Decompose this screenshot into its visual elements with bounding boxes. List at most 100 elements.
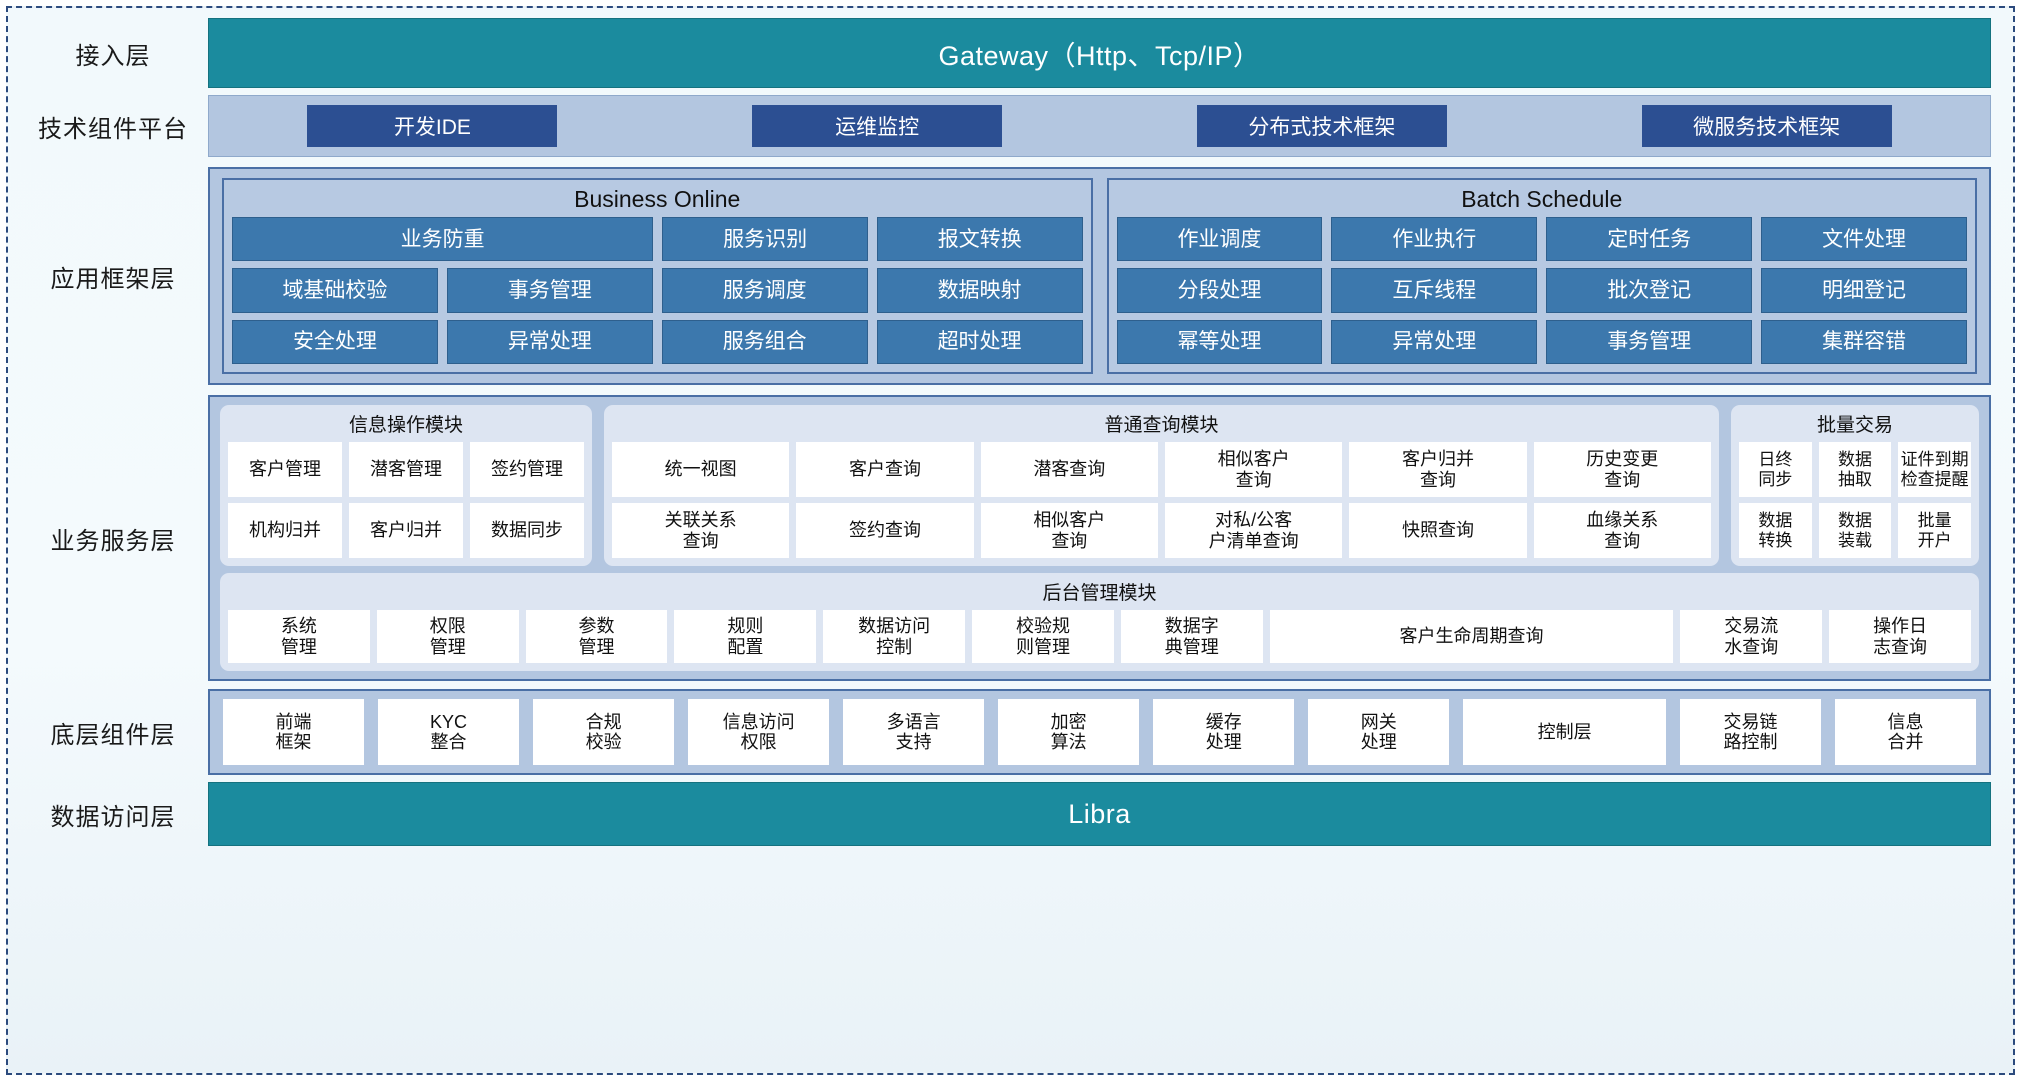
- biz-module-title-info: 信息操作模块: [348, 415, 463, 436]
- app-cell[interactable]: 互斥线程: [1331, 268, 1538, 313]
- admin-cell[interactable]: 操作日志查询: [1829, 610, 1971, 663]
- admin-cell[interactable]: 交易流水查询: [1680, 610, 1823, 663]
- biz-cell[interactable]: 对私/公客户清单查询: [1164, 503, 1343, 558]
- app-cell[interactable]: 服务识别: [662, 217, 868, 262]
- biz-cell[interactable]: 证件到期检查提醒: [1898, 442, 1972, 497]
- biz-cell[interactable]: 机构归并: [228, 503, 342, 558]
- app-cell[interactable]: 异常处理: [446, 319, 653, 364]
- app-cell[interactable]: 幂等处理: [1116, 319, 1323, 364]
- biz-cell[interactable]: 客户管理: [228, 442, 342, 497]
- app-cell[interactable]: 异常处理: [1331, 319, 1538, 364]
- biz-module-row: 数据转换数据装载批量开户: [1739, 503, 1972, 558]
- biz-cell[interactable]: 签约查询: [796, 503, 974, 558]
- biz-cell[interactable]: 客户查询: [796, 442, 974, 497]
- libra-bar: Libra: [208, 782, 1991, 846]
- biz-module-row-admin: 系统管理权限管理参数管理规则配置数据访问控制校验规则管理数据字典管理客户生命周期…: [228, 610, 1971, 663]
- base-cell[interactable]: 信息访问权限: [688, 699, 830, 765]
- tech-chip-3[interactable]: 微服务技术框架: [1641, 105, 1892, 147]
- biz-cell[interactable]: 数据转换: [1739, 503, 1812, 558]
- gateway-bar: Gateway（Http、Tcp/IP）: [208, 18, 1991, 88]
- biz-module-title-batch: 批量交易: [1816, 415, 1893, 436]
- biz-cell[interactable]: 批量开户: [1898, 503, 1972, 558]
- business-service-panel: 信息操作模块客户管理潜客管理签约管理机构归并客户归并数据同步普通查询模块统一视图…: [208, 395, 1991, 681]
- app-cell[interactable]: 安全处理: [232, 319, 438, 364]
- biz-cell[interactable]: 潜客管理: [349, 442, 463, 497]
- app-cell[interactable]: 业务防重: [232, 217, 654, 262]
- app-cell[interactable]: 集群容错: [1761, 319, 1967, 364]
- biz-module-row: 统一视图客户查询潜客查询相似客户查询客户归并查询历史变更查询: [612, 442, 1711, 497]
- tech-chip-0[interactable]: 开发IDE: [307, 105, 558, 147]
- app-row: 分段处理互斥线程批次登记明细登记: [1116, 268, 1967, 313]
- biz-cell[interactable]: 历史变更查询: [1533, 442, 1711, 497]
- layer-business-service: 业务服务层 信息操作模块客户管理潜客管理签约管理机构归并客户归并数据同步普通查询…: [18, 395, 1991, 681]
- biz-cell[interactable]: 客户归并: [349, 503, 463, 558]
- admin-cell[interactable]: 权限管理: [376, 610, 519, 663]
- base-cell[interactable]: 多语言支持: [843, 699, 985, 765]
- base-cell[interactable]: 信息合并: [1834, 699, 1976, 765]
- layer-body-tech: 开发IDE 运维监控 分布式技术框架 微服务技术框架: [208, 95, 1991, 157]
- biz-cell[interactable]: 血缘关系查询: [1533, 503, 1711, 558]
- app-row: 安全处理异常处理服务组合超时处理: [232, 319, 1083, 364]
- app-group-grid-1: 作业调度作业执行定时任务文件处理分段处理互斥线程批次登记明细登记幂等处理异常处理…: [1116, 217, 1967, 364]
- biz-cell[interactable]: 数据同步: [470, 503, 584, 558]
- biz-module-grid-admin: 系统管理权限管理参数管理规则配置数据访问控制校验规则管理数据字典管理客户生命周期…: [228, 610, 1971, 663]
- admin-cell[interactable]: 客户生命周期查询: [1269, 610, 1674, 663]
- app-row: 作业调度作业执行定时任务文件处理: [1116, 217, 1967, 262]
- biz-module-row: 日终同步数据抽取证件到期检查提醒: [1739, 442, 1972, 497]
- app-cell[interactable]: 定时任务: [1546, 217, 1753, 262]
- base-cell[interactable]: 网关处理: [1308, 699, 1450, 765]
- layer-label-tech: 技术组件平台: [38, 115, 188, 143]
- app-cell[interactable]: 服务组合: [661, 319, 868, 364]
- tech-chip-2[interactable]: 分布式技术框架: [1196, 105, 1447, 147]
- base-cell[interactable]: 缓存处理: [1153, 699, 1295, 765]
- biz-cell[interactable]: 快照查询: [1349, 503, 1527, 558]
- biz-cell[interactable]: 相似客户查询: [1164, 442, 1343, 497]
- biz-cell[interactable]: 日终同步: [1739, 442, 1812, 497]
- app-cell[interactable]: 批次登记: [1546, 268, 1753, 313]
- app-cell[interactable]: 域基础校验: [232, 268, 438, 313]
- tech-chip-container: 开发IDE 运维监控 分布式技术框架 微服务技术框架: [208, 95, 1991, 157]
- admin-cell[interactable]: 系统管理: [228, 610, 370, 663]
- tech-chip-1[interactable]: 运维监控: [752, 105, 1003, 147]
- app-cell[interactable]: 事务管理: [1546, 319, 1753, 364]
- admin-cell[interactable]: 参数管理: [525, 610, 668, 663]
- app-row: 业务防重服务识别报文转换: [232, 217, 1083, 262]
- base-cell[interactable]: 交易链路控制: [1679, 699, 1821, 765]
- app-cell[interactable]: 明细登记: [1761, 268, 1967, 313]
- app-cell[interactable]: 报文转换: [876, 217, 1083, 262]
- admin-cell[interactable]: 校验规则管理: [972, 610, 1114, 663]
- biz-cell[interactable]: 相似客户查询: [980, 503, 1158, 558]
- app-cell[interactable]: 服务调度: [661, 268, 868, 313]
- biz-cell[interactable]: 潜客查询: [980, 442, 1158, 497]
- base-cell[interactable]: 控制层: [1463, 699, 1666, 765]
- admin-cell[interactable]: 数据字典管理: [1120, 610, 1263, 663]
- app-cell[interactable]: 事务管理: [446, 268, 653, 313]
- biz-module-grid-query: 统一视图客户查询潜客查询相似客户查询客户归并查询历史变更查询关联关系查询签约查询…: [612, 442, 1711, 558]
- admin-cell[interactable]: 规则配置: [674, 610, 817, 663]
- biz-module-info: 信息操作模块客户管理潜客管理签约管理机构归并客户归并数据同步: [220, 405, 592, 566]
- admin-cell[interactable]: 数据访问控制: [823, 610, 966, 663]
- biz-cell[interactable]: 签约管理: [470, 442, 584, 497]
- app-cell[interactable]: 超时处理: [876, 319, 1083, 364]
- app-cell[interactable]: 作业执行: [1331, 217, 1538, 262]
- app-cell[interactable]: 数据映射: [876, 268, 1083, 313]
- biz-cell[interactable]: 统一视图: [612, 442, 790, 497]
- base-cell[interactable]: 加密算法: [998, 699, 1140, 765]
- layer-label-biz: 业务服务层: [50, 527, 176, 555]
- biz-cell[interactable]: 数据装载: [1818, 503, 1892, 558]
- layer-body-data: Libra: [208, 782, 1991, 846]
- biz-cell[interactable]: 关联关系查询: [612, 503, 790, 558]
- app-cell[interactable]: 文件处理: [1761, 217, 1967, 262]
- biz-cell[interactable]: 数据抽取: [1818, 442, 1892, 497]
- layer-body-access: Gateway（Http、Tcp/IP）: [208, 18, 1991, 88]
- biz-cell[interactable]: 客户归并查询: [1349, 442, 1527, 497]
- app-cell[interactable]: 分段处理: [1116, 268, 1323, 313]
- base-cell[interactable]: 前端框架: [223, 699, 365, 765]
- base-cell[interactable]: 合规校验: [533, 699, 675, 765]
- app-cell[interactable]: 作业调度: [1116, 217, 1323, 262]
- biz-module-title-admin: 后台管理模块: [1042, 583, 1157, 604]
